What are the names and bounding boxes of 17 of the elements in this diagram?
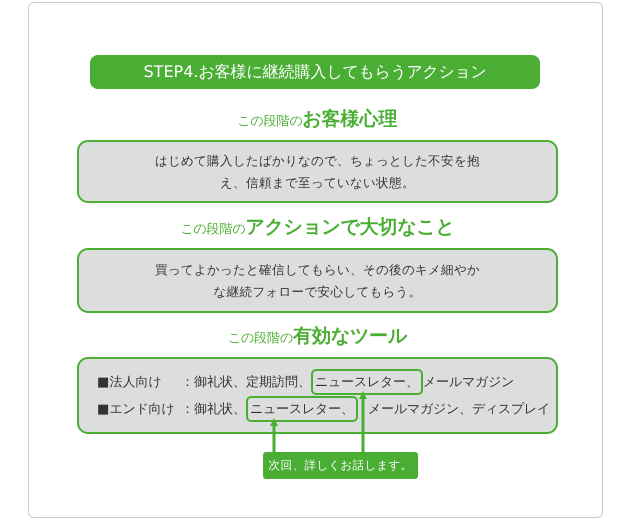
body-text: はじめて購入したばかりなので、ちょっとした不安を抱え、信頼まで至っていない状態。 bbox=[154, 152, 481, 192]
tool-list: メールマガジン、ディスプレイ bbox=[368, 400, 550, 418]
section-heading: この段階のお客様心理 bbox=[236, 107, 398, 132]
tool-list: ：御礼状、定期訪問、 bbox=[181, 373, 311, 391]
row-label: ■エンド向け bbox=[97, 401, 176, 418]
arrow bbox=[359, 391, 367, 452]
tool-list: メールマガジン bbox=[423, 373, 514, 391]
highlight-box: ニュースレター、 bbox=[246, 396, 358, 422]
tool-list: ：御礼状、 bbox=[181, 400, 246, 418]
row-label: ■法人向け bbox=[97, 374, 162, 391]
callout-box: 次回、詳しくお話します。 bbox=[263, 452, 418, 479]
body-text: 買ってよかったと確信してもらい、その後のキメ細やかな継続フォローで安心してもらう。 bbox=[154, 260, 481, 300]
section-heading: この段階のアクションで大切なこと bbox=[180, 215, 456, 240]
section-heading: この段階の有効なツール bbox=[227, 324, 408, 349]
arrow bbox=[270, 418, 278, 452]
highlight-box: ニュースレター、 bbox=[311, 369, 423, 395]
title-banner: STEP4.お客様に継続購入してもらうアクション bbox=[90, 55, 540, 89]
